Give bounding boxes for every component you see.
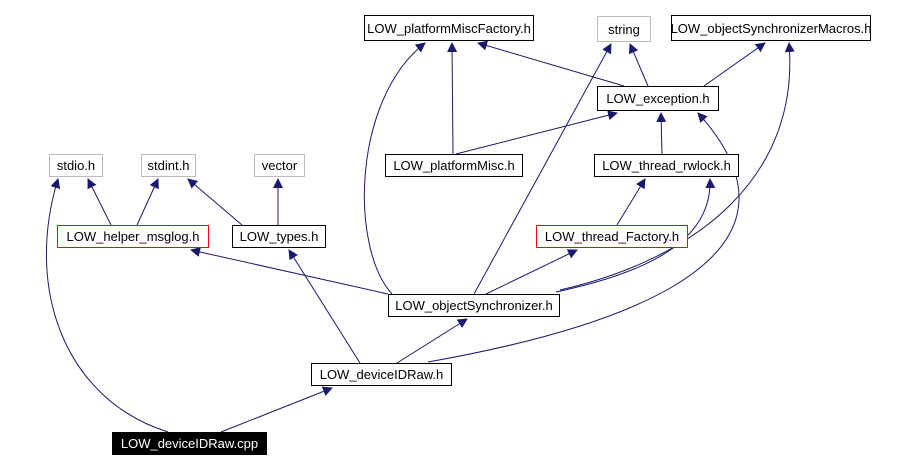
- node-label: stdint.h: [147, 158, 190, 173]
- edge-thread-factory-h-to-thread-rwlock-h: [616, 178, 646, 226]
- node-device-id-raw-h[interactable]: LOW_deviceIDRaw.h: [311, 363, 452, 386]
- node-thread-rwlock-h[interactable]: LOW_thread_rwlock.h: [594, 154, 739, 177]
- node-platform-misc-factory-h[interactable]: LOW_platformMiscFactory.h: [364, 15, 534, 41]
- node-string[interactable]: string: [597, 16, 651, 42]
- node-device-id-raw-cpp[interactable]: LOW_deviceIDRaw.cpp: [112, 432, 267, 455]
- node-label: stdio.h: [56, 158, 96, 173]
- node-thread-factory-h[interactable]: LOW_thread_Factory.h: [536, 225, 688, 248]
- edge-platform-misc-h-to-exception-h: [455, 110, 618, 155]
- edge-object-synchronizer-h-to-platform-misc-factory-h: [363, 42, 426, 295]
- node-label: LOW_thread_rwlock.h: [602, 158, 731, 173]
- edge-object-synchronizer-h-to-object-synchronizer-macros-h: [559, 42, 795, 291]
- node-label: LOW_objectSynchronizerMacros.h: [670, 20, 872, 36]
- node-label: LOW_objectSynchronizer.h: [395, 298, 553, 313]
- node-helper-msglog-h[interactable]: LOW_helper_msglog.h: [57, 225, 209, 248]
- node-label: LOW_exception.h: [606, 91, 710, 106]
- node-stdint-h[interactable]: stdint.h: [141, 154, 196, 177]
- node-object-synchronizer-macros-h[interactable]: LOW_objectSynchronizerMacros.h: [671, 15, 871, 41]
- edge-device-id-raw-cpp-to-device-id-raw-h: [220, 386, 333, 433]
- node-stdio-h[interactable]: stdio.h: [49, 154, 103, 177]
- node-label: LOW_deviceIDRaw.h: [319, 367, 444, 382]
- node-label: LOW_thread_Factory.h: [544, 229, 680, 244]
- node-exception-h[interactable]: LOW_exception.h: [597, 86, 719, 111]
- node-label: LOW_platformMiscFactory.h: [367, 20, 531, 36]
- node-label: LOW_helper_msglog.h: [66, 229, 200, 244]
- edge-device-id-raw-h-to-types-h: [288, 249, 361, 364]
- edge-platform-misc-h-to-platform-misc-factory-h: [447, 42, 458, 155]
- edge-object-synchronizer-h-to-thread-rwlock-h: [555, 178, 716, 293]
- edge-exception-h-to-platform-misc-factory-h: [477, 40, 625, 87]
- edge-types-h-to-stdint-h: [187, 178, 243, 226]
- edge-exception-h-to-string: [628, 43, 649, 87]
- node-label: vector: [261, 158, 298, 173]
- edge-device-id-raw-h-to-object-synchronizer-h: [396, 318, 468, 364]
- node-label: LOW_platformMisc.h: [393, 158, 515, 173]
- edge-helper-msglog-h-to-stdint-h: [136, 178, 159, 226]
- node-label: string: [608, 21, 640, 37]
- edge-object-synchronizer-h-to-thread-factory-h: [485, 249, 578, 295]
- edge-thread-rwlock-h-to-exception-h: [656, 112, 667, 155]
- edge-exception-h-to-object-synchronizer-macros-h: [703, 42, 766, 87]
- node-vector[interactable]: vector: [254, 154, 305, 177]
- edge-object-synchronizer-h-to-string: [473, 43, 612, 295]
- node-label: LOW_types.h: [239, 229, 319, 244]
- edge-object-synchronizer-h-to-helper-msglog-h: [190, 247, 389, 295]
- node-label: LOW_deviceIDRaw.cpp: [120, 436, 259, 451]
- edge-device-id-raw-cpp-to-stdio-h: [45, 178, 169, 433]
- node-object-synchronizer-h[interactable]: LOW_objectSynchronizer.h: [388, 294, 560, 317]
- edge-helper-msglog-h-to-stdio-h: [87, 178, 112, 226]
- node-types-h[interactable]: LOW_types.h: [232, 225, 326, 248]
- node-platform-misc-h[interactable]: LOW_platformMisc.h: [385, 154, 523, 177]
